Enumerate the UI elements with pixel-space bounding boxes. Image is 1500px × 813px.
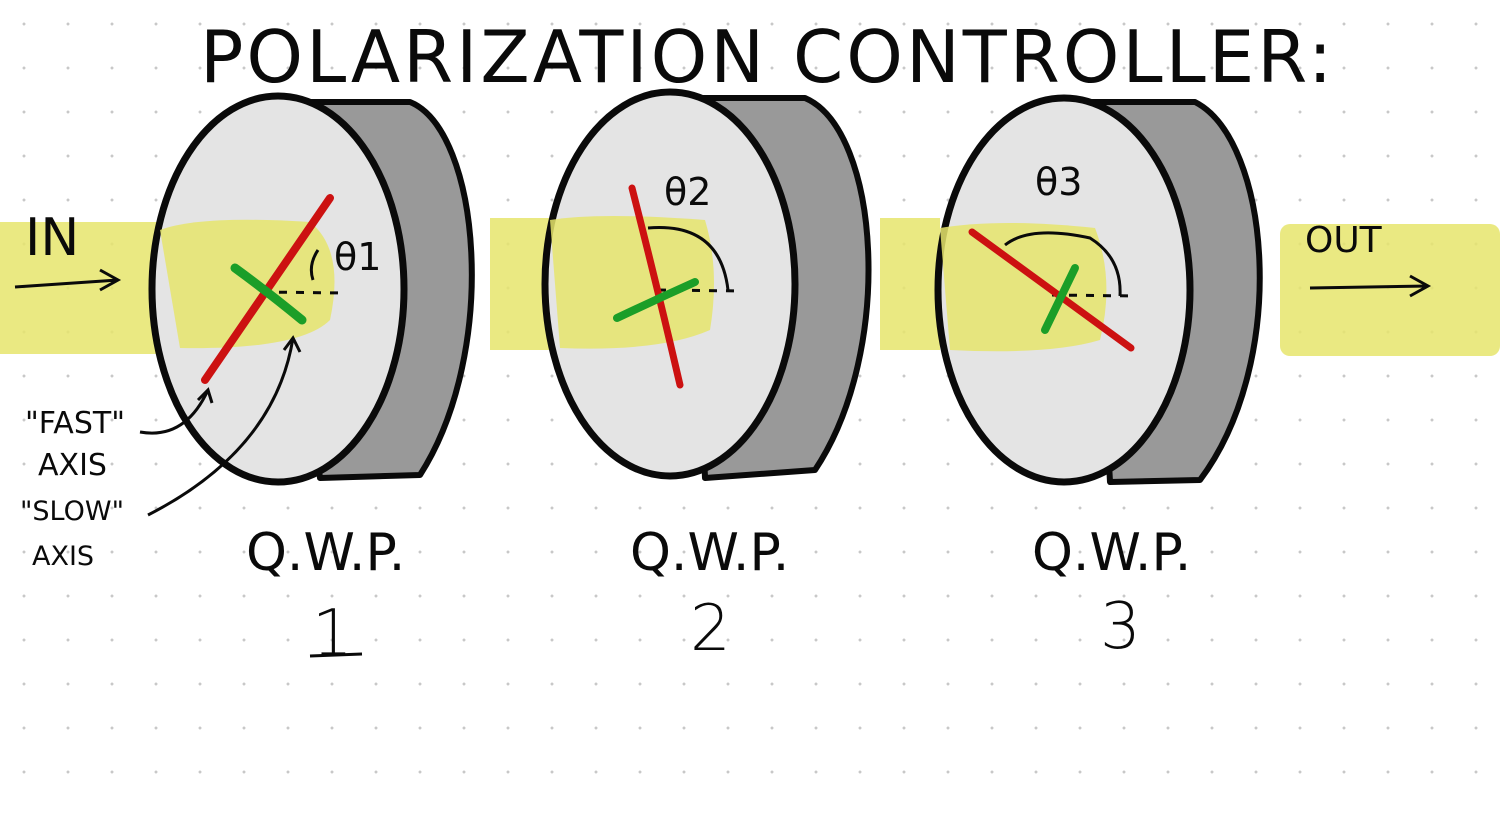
fast-axis-pointer [139, 389, 210, 435]
plate-3-fast-axis [968, 228, 1135, 352]
slow-axis-word: AXIS [32, 541, 94, 572]
plate-3-number: 3 [1100, 590, 1141, 664]
output-label: OUT [1305, 220, 1383, 261]
plate-2-slow-axis [613, 278, 699, 322]
plate-2-reference-line [657, 288, 743, 293]
plate-2-angle-arc [647, 226, 730, 291]
fast-axis-word: AXIS [38, 448, 107, 483]
plate-3-slow-axis [1041, 264, 1079, 334]
waveplate-2: θ2 [541, 88, 872, 481]
waveplate-1: θ1 [148, 92, 475, 486]
plate-3-reference-line [1051, 293, 1137, 298]
plate-2-angle-label: θ2 [664, 170, 711, 214]
plate-3-angle-label: θ3 [1035, 160, 1082, 204]
plate-1-reference-line [261, 290, 346, 295]
plate-3-angle-arc [1004, 231, 1122, 297]
slow-axis-pointer [147, 337, 295, 517]
fast-axis-quote: "FAST" [25, 406, 125, 441]
plate-2-label: Q.W.P. [630, 523, 789, 583]
input-arrow [14, 268, 122, 292]
slow-axis-quote: "SLOW" [20, 496, 124, 527]
light-beam [0, 218, 1500, 356]
plate-2-fast-axis [628, 184, 684, 389]
plate-1-number: 1 [312, 597, 353, 671]
plate-1-number-underline [309, 652, 363, 658]
plate-1-angle-arc [309, 249, 320, 281]
plate-1-label: Q.W.P. [246, 523, 405, 583]
input-label: IN [25, 208, 79, 268]
waveplate-3: θ3 [934, 94, 1263, 486]
plate-1-angle-label: θ1 [334, 235, 381, 279]
plate-2-number: 2 [690, 592, 731, 666]
plate-1-slow-axis [230, 263, 307, 325]
plate-3-label: Q.W.P. [1032, 523, 1191, 583]
output-arrow [1309, 274, 1432, 298]
diagram-title: POLARIZATION CONTROLLER: [200, 15, 1335, 99]
